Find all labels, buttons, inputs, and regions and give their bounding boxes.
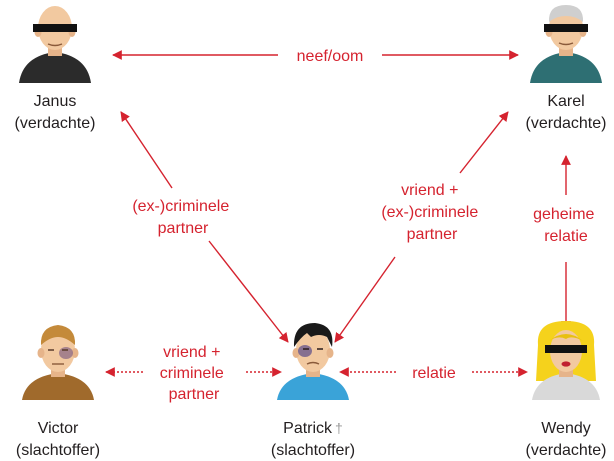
person-role-patrick: (slachtoffer) xyxy=(271,442,355,459)
relation-label-karel-patrick: vriend + (ex-)criminele partner xyxy=(381,182,482,243)
patrick-avatar-icon xyxy=(277,323,349,400)
relation-labels: neef/oom (ex-)criminele partner vriend +… xyxy=(132,48,599,403)
person-role-janus: (verdachte) xyxy=(15,115,96,132)
janus-avatar-icon xyxy=(19,6,91,83)
person-role-karel: (verdachte) xyxy=(526,115,607,132)
person-labels: Janus (verdachte) Karel (verdachte) Vict… xyxy=(15,93,607,459)
person-name-victor: Victor xyxy=(38,420,79,437)
victor-avatar-icon xyxy=(22,325,94,400)
person-name-wendy: Wendy xyxy=(541,420,591,437)
person-name-karel: Karel xyxy=(547,93,584,110)
connector-karel-patrick-lower xyxy=(334,256,396,343)
relation-label-patrick-wendy: relatie xyxy=(412,365,456,382)
wendy-avatar-icon xyxy=(532,321,600,400)
connector-janus-patrick-lower xyxy=(208,240,289,343)
person-name-patrick-text: Patrick xyxy=(283,420,333,437)
relation-label-janus-patrick: (ex-)criminele partner xyxy=(132,198,233,237)
person-role-wendy: (verdachte) xyxy=(526,442,607,459)
karel-avatar-icon xyxy=(530,5,602,83)
connector-janus-patrick-upper xyxy=(120,111,173,189)
relation-label-victor-patrick: vriend + criminele partner xyxy=(160,344,228,403)
person-role-victor: (slachtoffer) xyxy=(16,442,100,459)
connectors xyxy=(105,50,571,377)
dagger-icon: † xyxy=(335,420,343,436)
relation-label-janus-karel: neef/oom xyxy=(297,48,364,65)
connector-karel-patrick-upper xyxy=(459,111,509,174)
person-name-janus: Janus xyxy=(34,93,77,110)
person-name-patrick: Patrick† xyxy=(283,420,343,437)
relation-label-karel-wendy: geheime relatie xyxy=(533,206,599,245)
